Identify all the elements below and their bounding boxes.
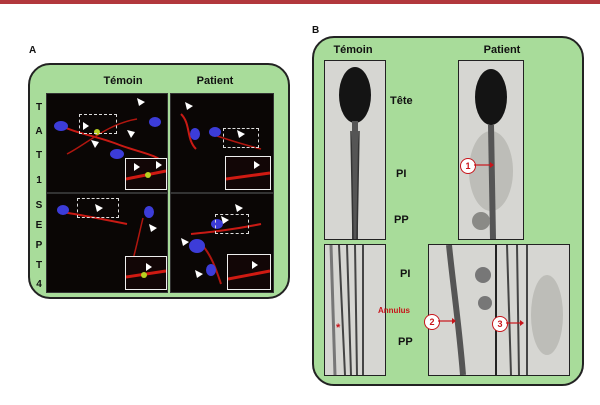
- zoom-box: [79, 114, 117, 134]
- label-pp-bottom: PP: [398, 336, 413, 348]
- row-letter-t: T: [35, 102, 43, 113]
- inset-zoom: [227, 254, 271, 290]
- annotation-star: *: [336, 322, 341, 334]
- panel-a: Témoin Patient T A T 1 S E P T 4: [28, 63, 290, 299]
- inset-zoom: [125, 256, 167, 290]
- fluo-tat1-temoin: [46, 93, 168, 193]
- zoom-box: [215, 214, 249, 234]
- arrow-1: [474, 162, 494, 168]
- em-patient-2: [428, 244, 496, 376]
- row-letter-a: A: [35, 126, 43, 137]
- row-letter-p: P: [35, 240, 43, 251]
- annotation-1: 1: [460, 158, 476, 174]
- panel-a-col-patient: Patient: [196, 75, 234, 87]
- annotation-annulus: Annulus: [378, 306, 410, 315]
- annotation-3: 3: [492, 316, 508, 332]
- inset-zoom: [125, 158, 167, 190]
- panel-b-col-temoin: Témoin: [333, 44, 373, 56]
- em-temoin-annulus: [324, 244, 386, 376]
- inset-zoom: [225, 156, 271, 190]
- label-pi-bottom: PI: [400, 268, 411, 280]
- row-letter-4: 4: [36, 279, 42, 290]
- fluo-tat1-patient: [170, 93, 274, 193]
- arrow-3: [506, 320, 524, 326]
- row-letter-t3: T: [35, 260, 43, 271]
- panel-a-col-temoin: Témoin: [103, 75, 143, 87]
- fluo-sept4-patient: [170, 193, 274, 293]
- top-accent-bar: [0, 0, 600, 4]
- arrow-2: [438, 318, 456, 324]
- zoom-box: [77, 198, 119, 218]
- label-tete: Tête: [390, 95, 413, 107]
- em-patient-3: [496, 244, 570, 376]
- fluo-sept4-temoin: [46, 193, 168, 293]
- row-letter-1: 1: [36, 175, 42, 186]
- label-pp-top: PP: [394, 214, 409, 226]
- row-letter-s: S: [35, 200, 43, 211]
- annotation-2: 2: [424, 314, 440, 330]
- em-temoin-full: [324, 60, 386, 240]
- label-pi-top: PI: [396, 168, 407, 180]
- row-letter-t2: T: [35, 150, 43, 161]
- panel-b-col-patient: Patient: [483, 44, 521, 56]
- panel-b: Témoin Patient Tête PI PP 1 * Annulus PI…: [312, 36, 584, 386]
- row-letter-e: E: [35, 220, 43, 231]
- zoom-box: [223, 128, 259, 148]
- em-patient-full: [458, 60, 524, 240]
- panel-b-letter: B: [312, 25, 320, 36]
- panel-a-letter: A: [29, 45, 37, 56]
